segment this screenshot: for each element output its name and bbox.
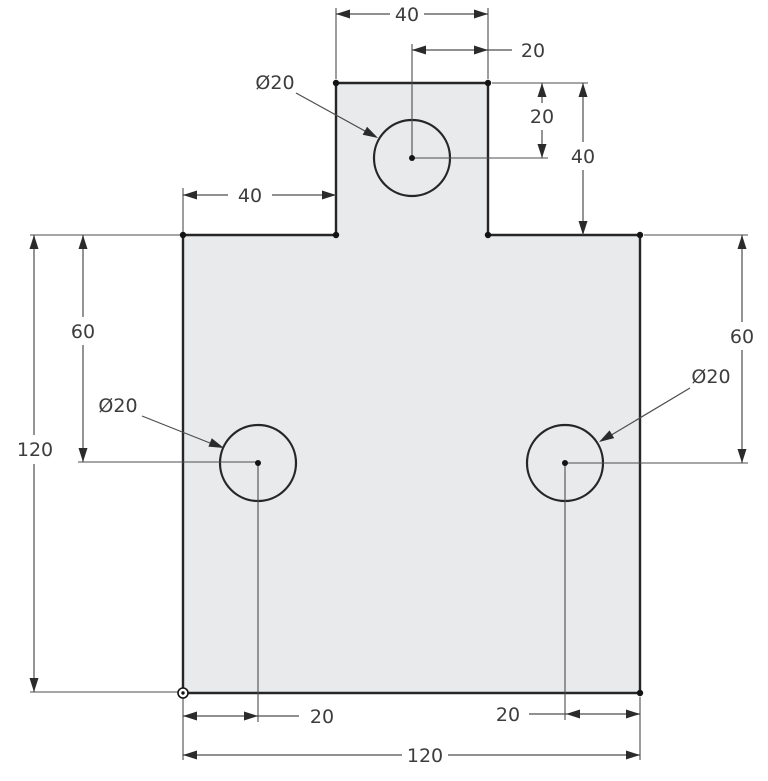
dimension-labels: 40 20 40 20 40 60 60 120 20 20 120 Ø20 Ø… <box>17 4 754 767</box>
dim-label-tab-height: 40 <box>571 146 595 168</box>
dim-label-tab-width: 40 <box>395 4 419 26</box>
extension-lines <box>30 8 748 760</box>
dim-label-right-hole-offset-x: 20 <box>496 704 520 726</box>
hole-label-right: Ø20 <box>691 366 730 388</box>
dim-label-top-hole-offset-x: 20 <box>521 40 545 62</box>
vertex-dots <box>177 79 644 699</box>
hole-label-left: Ø20 <box>98 395 137 417</box>
leader-lines <box>141 92 691 448</box>
dim-label-left-hole-offset-y: 60 <box>71 321 95 343</box>
dim-label-left-hole-offset-x: 20 <box>310 706 334 728</box>
hole-center-dots <box>255 155 568 466</box>
part-outline <box>181 81 642 695</box>
dimension-arrows <box>29 9 747 760</box>
dim-label-body-height: 120 <box>17 439 53 461</box>
hole-label-top: Ø20 <box>255 72 294 94</box>
dim-label-right-hole-offset-y: 60 <box>730 326 754 348</box>
dim-label-body-width: 120 <box>407 745 443 767</box>
dim-label-tab-left-offset: 40 <box>238 185 262 207</box>
dim-label-top-hole-offset-y: 20 <box>530 106 554 128</box>
